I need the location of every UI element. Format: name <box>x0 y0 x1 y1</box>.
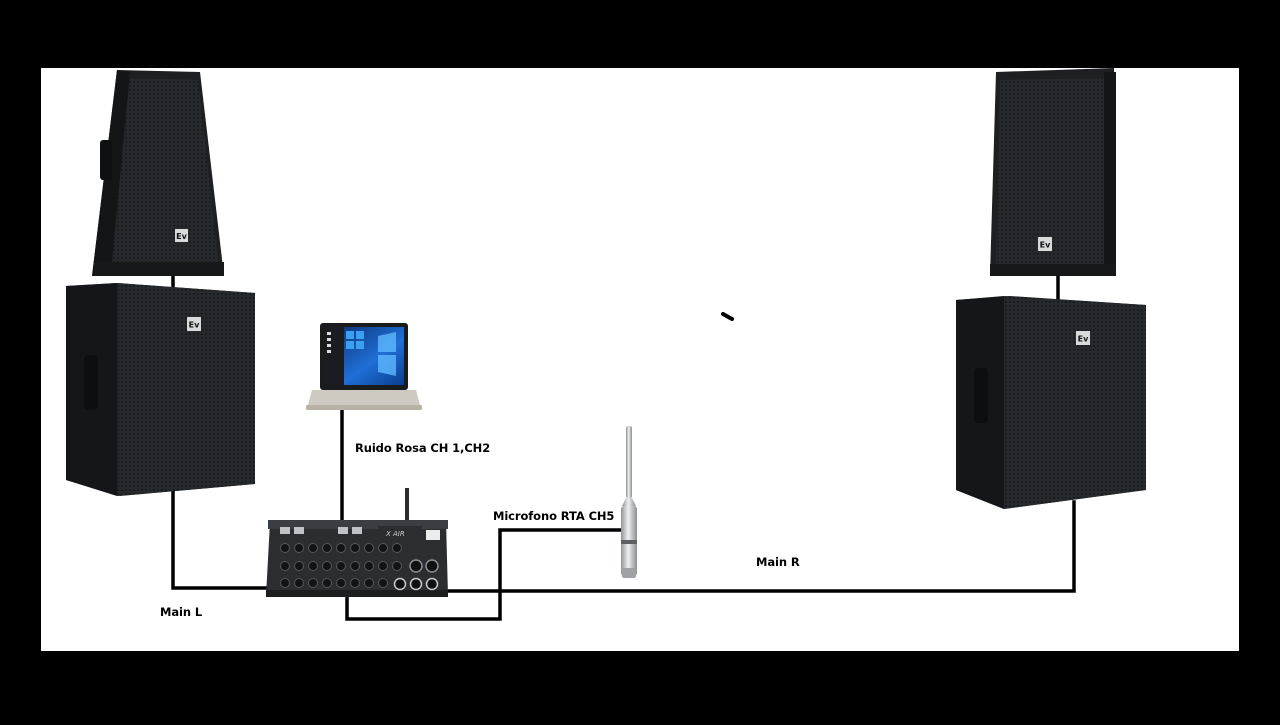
label-main-r: Main R <box>756 555 800 569</box>
speaker-badge-right-sub: Ev <box>1078 335 1089 344</box>
cable-microphone <box>345 528 624 621</box>
digital-mixer-icon: X AIR <box>266 488 448 597</box>
label-main-l: Main L <box>160 605 203 619</box>
laptop-icon <box>306 323 422 410</box>
subwoofer-left-icon: Ev <box>66 283 255 496</box>
stray-mark <box>721 312 734 321</box>
label-ruido-rosa: Ruido Rosa CH 1,CH2 <box>355 441 491 455</box>
measurement-microphone-icon <box>621 426 637 578</box>
mixer-brand-logo: X AIR <box>385 530 405 538</box>
subwoofer-right-icon: Ev <box>956 296 1146 509</box>
loudspeaker-left-icon: Ev <box>92 70 224 276</box>
speaker-badge-left-sub: Ev <box>189 321 200 330</box>
cable-main-r <box>444 500 1076 593</box>
cable-main-l <box>171 490 270 590</box>
cable-network <box>171 268 1076 621</box>
loudspeaker-right-icon: Ev <box>990 68 1116 276</box>
speaker-badge-right-top: Ev <box>1040 241 1051 250</box>
speaker-badge-left-top: Ev <box>176 232 187 241</box>
label-microfono-rta: Microfono RTA CH5 <box>493 509 615 523</box>
